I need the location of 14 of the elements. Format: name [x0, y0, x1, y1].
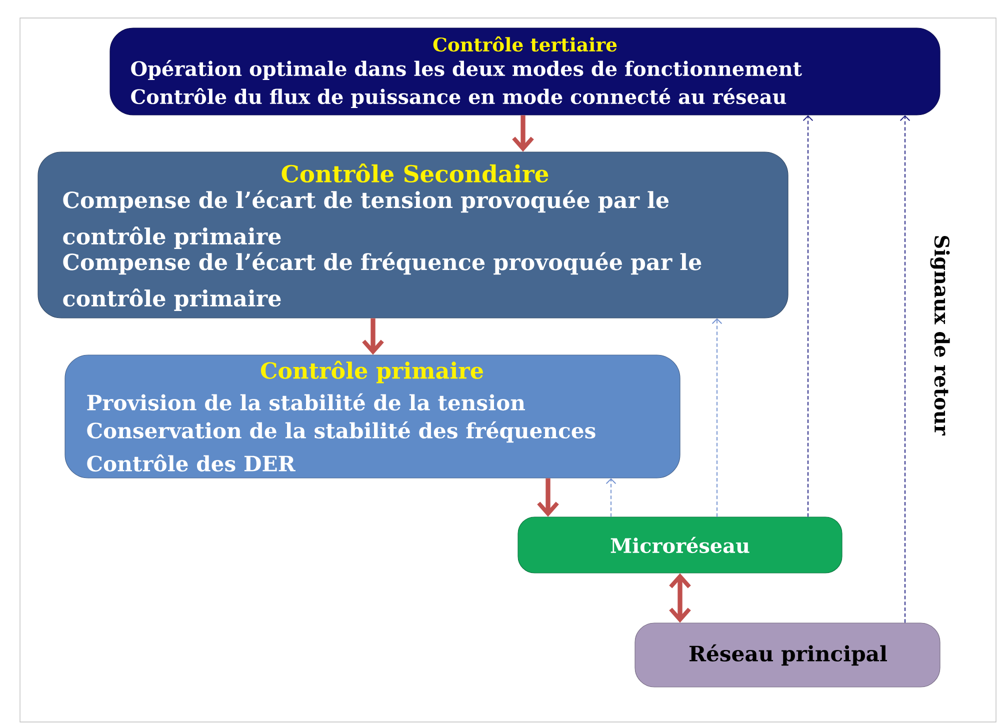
grid-box: Réseau principal	[634, 622, 940, 688]
arrow	[512, 115, 534, 152]
arrow	[669, 573, 691, 623]
arrow	[712, 318, 722, 518]
control-box: Contrôle Secondaire Compense de l’écart de tension provoquée par le contrôle primaire Compense de l’écart de fréquence provoquée par le contrôle primaire	[38, 152, 788, 318]
microgrid-box: Microréseau	[518, 516, 842, 574]
side-label: Signaux de retour	[930, 236, 950, 436]
control-box: Contrôle primaire Provision de la stabilité de la tension Conservation de la stabilité des fréquences Contrôle des DER	[64, 354, 680, 478]
arrow	[362, 318, 384, 355]
control-box: Contrôle tertiaire Opération optimale dans les deux modes de fonctionnement Contrôle du flux de puissance en mode connecté au réseau	[110, 28, 940, 116]
arrow	[606, 478, 616, 518]
arrow	[537, 478, 559, 517]
arrow	[802, 115, 814, 518]
arrow	[900, 115, 910, 624]
